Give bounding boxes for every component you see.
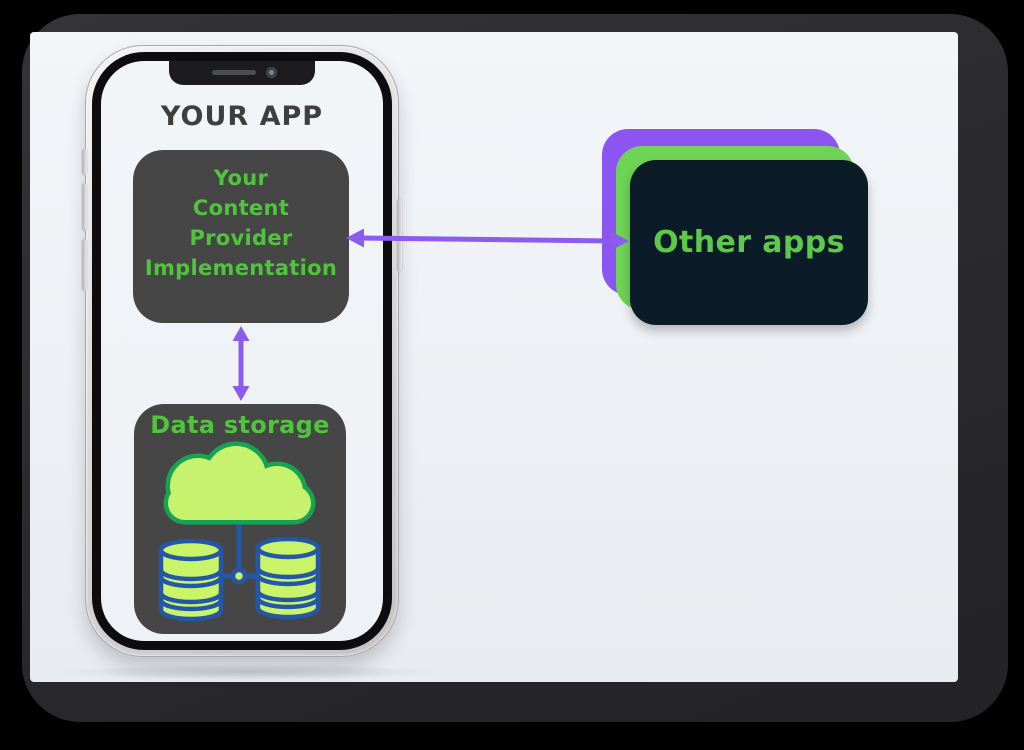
- phone-drop-shadow: [58, 664, 438, 680]
- content-provider-line: Implementation: [144, 256, 338, 280]
- other-apps-label: Other apps: [653, 225, 845, 260]
- phone-mute-button: [82, 149, 87, 175]
- data-storage-box: Data storage: [134, 404, 346, 634]
- other-apps-card: Other apps: [630, 160, 868, 325]
- phone-speaker-icon: [212, 70, 256, 75]
- phone-camera-icon: [266, 67, 277, 78]
- diagram-panel: YOUR APP Your Content Provider Implement…: [30, 32, 958, 682]
- cloud-icon: [163, 441, 316, 525]
- phone-mockup: YOUR APP Your Content Provider Implement…: [82, 45, 402, 657]
- database-icon: [258, 539, 318, 617]
- app-title: YOUR APP: [160, 101, 324, 132]
- content-provider-line: Content: [192, 196, 290, 220]
- phone-notch: [169, 61, 315, 85]
- phone-screen: YOUR APP Your Content Provider Implement…: [101, 61, 383, 641]
- content-provider-line: Provider: [189, 226, 293, 250]
- phone-power-button: [397, 199, 402, 272]
- data-storage-illustration: [134, 441, 346, 634]
- data-storage-title: Data storage: [150, 411, 330, 439]
- content-provider-box: Your Content Provider Implementation: [133, 150, 349, 323]
- phone-volume-up-button: [82, 183, 87, 231]
- content-provider-line: Your: [213, 166, 269, 190]
- phone-volume-down-button: [82, 239, 87, 291]
- connector-node-dot: [230, 567, 248, 585]
- database-icon: [161, 541, 221, 619]
